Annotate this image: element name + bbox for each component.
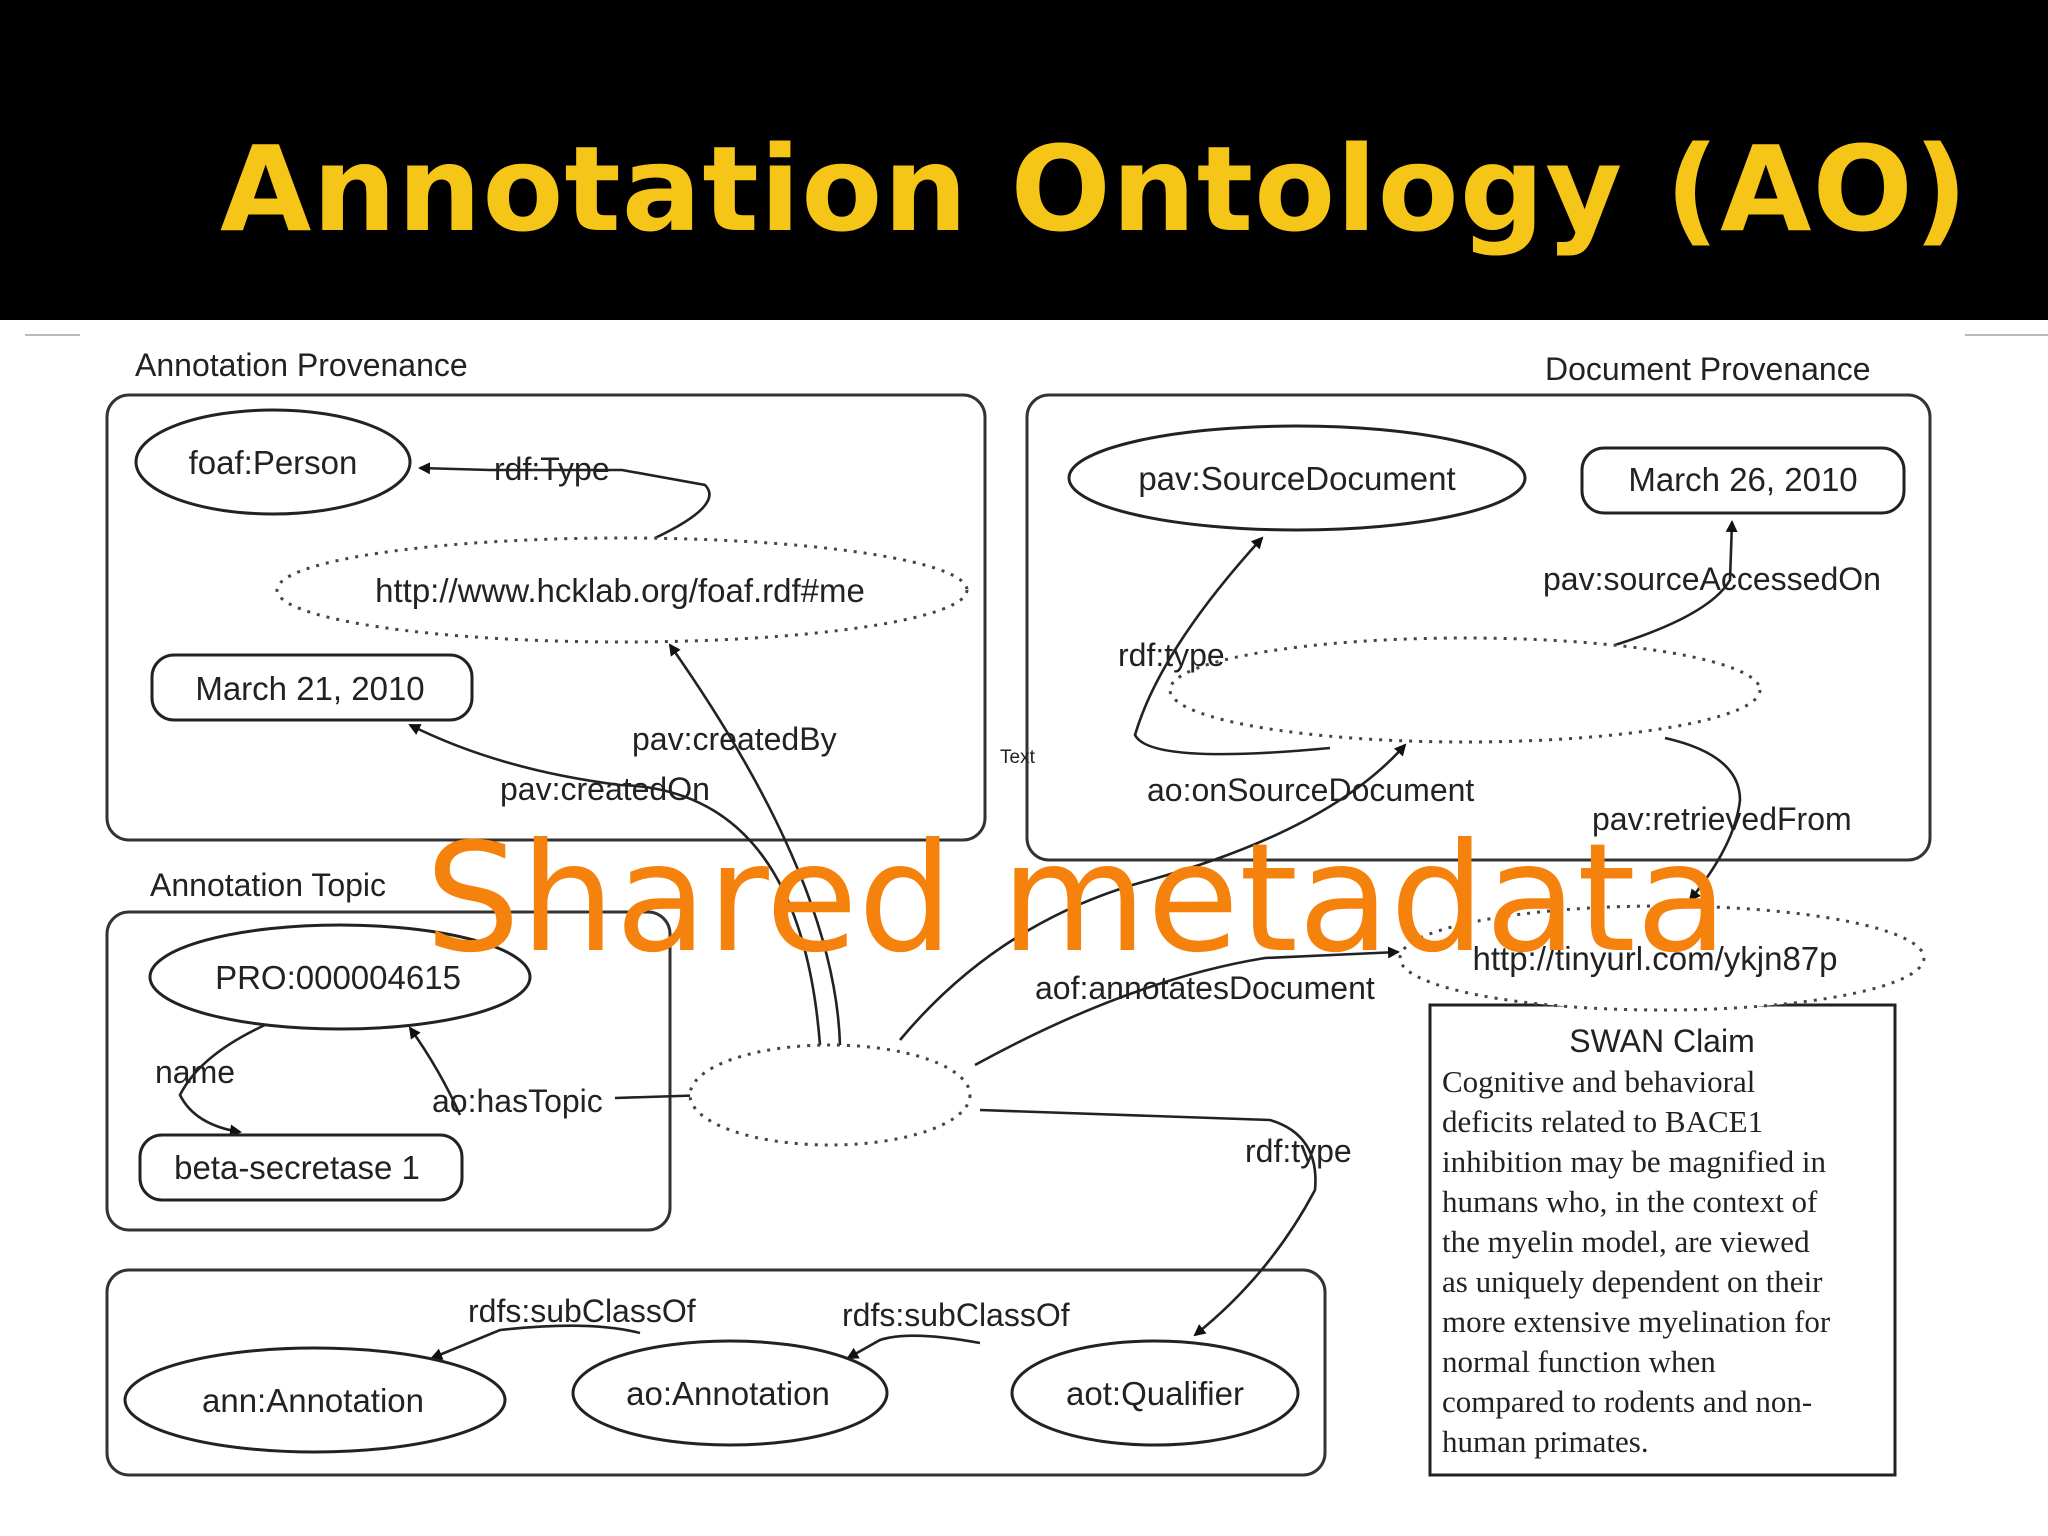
edge-aof-annotates-document <box>974 946 1400 1067</box>
swan-claim-title: SWAN Claim <box>1569 1023 1754 1059</box>
swan-claim-line: compared to rodents and non- <box>1442 1384 1812 1419</box>
pro-topic-node <box>148 923 532 1031</box>
tinyurl-node <box>1398 904 1926 1012</box>
swan-claim-line: the myelin model, are viewed <box>1442 1224 1810 1259</box>
source-document-node <box>1067 424 1527 532</box>
edge-rdf-type-source <box>1133 536 1331 756</box>
accessed-date-node <box>1580 446 1906 515</box>
foaf-person-node <box>134 408 412 516</box>
edge-name <box>178 1023 266 1137</box>
annotation-node <box>688 1043 972 1147</box>
document-node <box>1168 636 1762 744</box>
swan-claim-line: Cognitive and behavioral <box>1442 1064 1755 1099</box>
pro-topic-label: PRO:000004615 <box>215 959 461 996</box>
document-provenance-label: Document Provenance <box>1545 351 1871 387</box>
edge-label-pav-retrieved-from: pav:retrievedFrom <box>1592 801 1852 837</box>
edge-pav-created-on <box>408 723 822 1046</box>
beta-secretase-node <box>138 1133 464 1202</box>
swan-claim-line: deficits related to BACE1 <box>1442 1104 1763 1139</box>
edge-ao-has-topic <box>408 1026 462 1116</box>
aot-qualifier-label: aot:Qualifier <box>1066 1375 1244 1412</box>
edge-label-ao-on-source-document: ao:onSourceDocument <box>1147 772 1474 808</box>
hcklab-uri-node <box>275 536 969 644</box>
edge-label-rdf-type-qualifier: rdf:type <box>1245 1133 1352 1169</box>
ao-annotation-label: ao:Annotation <box>626 1375 830 1412</box>
ann-annotation-label: ann:Annotation <box>202 1382 424 1419</box>
annotation-topic-label: Annotation Topic <box>150 867 386 903</box>
edge-pav-source-accessed-on <box>1614 520 1738 647</box>
edge-label-pav-created-by: pav:createdBy <box>632 721 837 757</box>
edge-subclass-2 <box>846 1334 981 1360</box>
hcklab-uri-label: http://www.hcklab.org/foaf.rdf#me <box>375 572 865 609</box>
aot-qualifier-node <box>1010 1339 1300 1447</box>
edge-label-name: name <box>155 1054 235 1090</box>
foaf-person-label: foaf:Person <box>189 444 358 481</box>
edge-ao-on-source-document <box>899 743 1407 1041</box>
ao-annotation-node <box>571 1339 889 1447</box>
shared-metadata-overlay: Shared metadata <box>425 812 1728 986</box>
created-date-label: March 21, 2010 <box>195 670 424 707</box>
edge-pav-created-by <box>668 643 842 1046</box>
swan-claim-body: Cognitive and behavioral deficits relate… <box>1442 1064 1831 1459</box>
edge-label-subclass-1: rdfs:subClassOf <box>468 1293 696 1329</box>
edge-label-aof-annotates-document: aof:annotatesDocument <box>1035 970 1375 1006</box>
edge-label-pav-created-on: pav:createdOn <box>500 771 710 807</box>
ao-diagram: Annotation Provenance Document Provenanc… <box>25 334 2048 1477</box>
annotation-provenance-label: Annotation Provenance <box>135 347 468 383</box>
edge-pav-retrieved-from <box>1664 736 1742 902</box>
swan-claim-line: normal function when <box>1442 1344 1716 1379</box>
swan-claim-line: as uniquely dependent on their <box>1442 1264 1823 1299</box>
edge-rdf-type-qualifier <box>979 1108 1317 1337</box>
swan-claim-line: more extensive myelination for <box>1442 1304 1831 1339</box>
created-date-node <box>150 653 474 722</box>
stray-text-label: Text <box>1000 747 1036 768</box>
accessed-date-label: March 26, 2010 <box>1628 461 1857 498</box>
edge-label-subclass-2: rdfs:subClassOf <box>842 1297 1070 1333</box>
edge-label-ao-has-topic: ao:hasTopic <box>432 1083 603 1119</box>
edge-subclass-1 <box>430 1324 641 1360</box>
beta-secretase-label: beta-secretase 1 <box>174 1149 420 1186</box>
tinyurl-label: http://tinyurl.com/ykjn87p <box>1473 940 1838 977</box>
ann-annotation-node <box>123 1346 507 1454</box>
edge-label-rdf-type-source: rdf:type <box>1118 637 1225 673</box>
edge-label-rdf-type-person: rdf:Type <box>494 451 610 487</box>
title-bar: Annotation Ontology (AO) <box>0 0 2048 320</box>
swan-claim-line: human primates. <box>1442 1424 1649 1459</box>
source-document-label: pav:SourceDocument <box>1138 460 1455 497</box>
slide-title: Annotation Ontology (AO) <box>220 120 1969 258</box>
edge-rdf-type-person <box>418 462 711 540</box>
edge-label-pav-source-accessed-on: pav:sourceAccessedOn <box>1543 561 1881 597</box>
swan-claim-line: inhibition may be magnified in <box>1442 1144 1826 1179</box>
swan-claim-box <box>1428 1003 1897 1477</box>
swan-claim-line: humans who, in the context of <box>1442 1184 1818 1219</box>
